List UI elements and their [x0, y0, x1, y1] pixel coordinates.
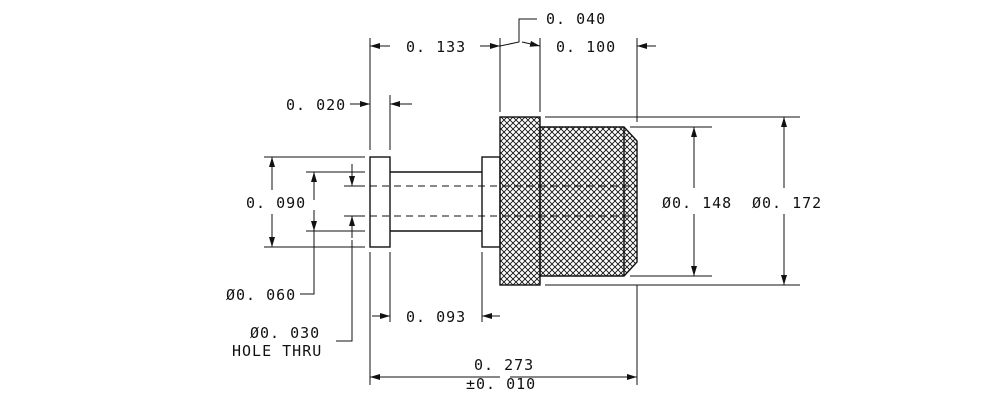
dim-0-093: 0. 093: [406, 308, 466, 326]
knurl-collar: [499, 116, 541, 286]
dimension-lines: [269, 18, 787, 380]
dim-0-040: 0. 040: [546, 10, 606, 28]
dim-dia-0-172: Ø0. 172: [752, 194, 822, 212]
dim-0-020: 0. 020: [286, 96, 346, 114]
dim-0-090: 0. 090: [246, 194, 306, 212]
flange-plate: [369, 156, 391, 248]
dim-0-133: 0. 133: [406, 38, 466, 56]
dim-dia-0-060: Ø0. 060: [226, 286, 296, 304]
knurl-body: [539, 126, 638, 277]
dim-tolerance: ±0. 010: [466, 375, 536, 393]
dim-0-273: 0. 273: [474, 356, 534, 374]
hole-thru-note: HOLE THRU: [232, 342, 322, 360]
shoulder: [481, 156, 501, 248]
dim-0-100: 0. 100: [556, 38, 616, 56]
dim-dia-0-148: Ø0. 148: [662, 194, 732, 212]
part-outline: [369, 116, 638, 286]
extension-lines: [264, 38, 800, 385]
dim-dia-0-030: Ø0. 030: [250, 324, 320, 342]
